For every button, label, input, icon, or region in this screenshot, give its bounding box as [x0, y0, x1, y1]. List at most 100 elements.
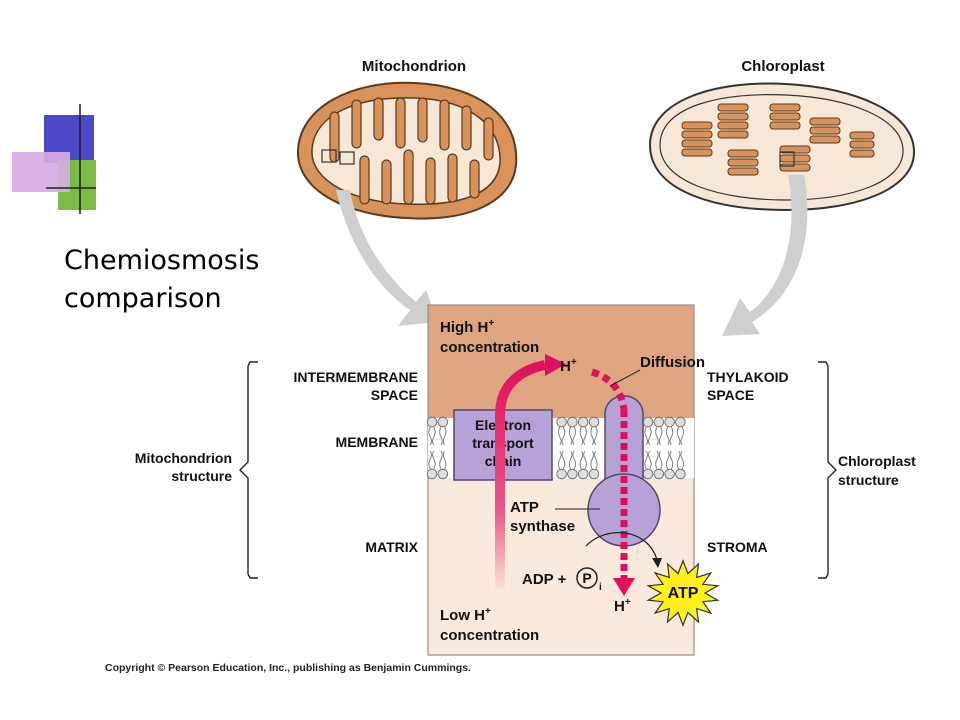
lipid-tail — [680, 426, 684, 446]
lipid-tail — [442, 426, 447, 446]
mitochondrion-illustration — [296, 81, 518, 220]
phosphorylation-curve — [585, 532, 658, 561]
slide-title: Chemiosmosis comparison — [64, 242, 304, 318]
lipid-tail — [666, 426, 670, 446]
lipid-head — [567, 416, 578, 428]
low-h-line-2: concentration — [440, 627, 539, 644]
lipid-head — [567, 468, 578, 480]
atp-starburst — [646, 559, 720, 627]
lipid-tail — [583, 450, 587, 470]
lipid-tail — [655, 426, 659, 446]
thylakoid-label-line-2: SPACE — [707, 387, 754, 403]
lipid-tail — [666, 450, 670, 470]
intermembrane-label-line-2: SPACE — [371, 387, 418, 403]
lipid-tail — [579, 426, 584, 446]
chloroplast-structure-line-2: structure — [838, 472, 899, 488]
lipid-tail — [568, 426, 573, 446]
mitochondrion-structure-line-2: structure — [171, 468, 232, 484]
lipid-tail — [644, 450, 648, 470]
h-plus-bottom: H+ — [614, 597, 631, 615]
lipid-head — [675, 416, 686, 428]
lipid-head — [664, 416, 675, 428]
lipid-tail — [644, 426, 648, 446]
copyright-notice: Copyright © Pearson Education, Inc., pub… — [105, 662, 471, 674]
atp-synthase-line-2: synthase — [510, 518, 575, 535]
proton-channel-arrowhead — [613, 578, 635, 596]
matrix-label: MATRIX — [365, 539, 418, 555]
proton-pump-arrowhead — [545, 354, 566, 376]
right-brace — [818, 361, 837, 579]
lipid-tail — [658, 426, 663, 446]
lipid-tail — [648, 450, 652, 470]
left-brace — [239, 361, 258, 579]
slide-decoration — [12, 104, 96, 214]
lipid-tail — [590, 426, 594, 446]
lipid-tail — [442, 450, 447, 470]
lipid-tail — [561, 450, 566, 470]
slide-title-line-1: Chemiosmosis — [64, 245, 260, 276]
lipid-tail — [439, 426, 443, 446]
lipid-tail — [583, 426, 587, 446]
lipid-tail — [432, 426, 436, 446]
lipid-head — [577, 468, 589, 480]
mitochondrion-zoom-box — [321, 149, 337, 163]
lipid-tail — [561, 426, 566, 446]
lipid-tail — [655, 450, 659, 470]
atp-label: ATP — [668, 585, 699, 602]
lipid-tail — [432, 450, 436, 470]
membrane-label: MEMBRANE — [336, 434, 418, 450]
lipid-tail — [594, 450, 598, 470]
lipid-tail — [590, 450, 594, 470]
deco-pink-square — [12, 152, 70, 192]
lipid-head — [664, 468, 675, 480]
lipid-tail — [669, 450, 674, 470]
pi-letter: P — [582, 570, 591, 586]
lipid-head — [642, 468, 654, 480]
diffusion-label: Diffusion — [640, 354, 705, 371]
lipid-tail — [568, 450, 573, 470]
lipid-head — [556, 468, 567, 480]
chloroplast-structure-line-1: Chloroplast — [838, 453, 916, 469]
adp-label: ADP + — [522, 571, 567, 588]
lipid-tail — [669, 426, 674, 446]
high-h-line-2: concentration — [440, 339, 539, 356]
chloroplast-illustration — [648, 82, 916, 212]
lipid-tail — [594, 426, 598, 446]
mitochondrion-structure-line-1: Mitochondrion — [135, 450, 232, 466]
pi-circle — [576, 567, 598, 589]
intermembrane-label-line-1: INTERMEMBRANE — [294, 369, 418, 385]
chloroplast-zoom-box — [779, 151, 795, 167]
slide-title-line-2: comparison — [64, 283, 222, 314]
lipid-head — [675, 468, 686, 480]
h-plus-top: H+ — [560, 357, 577, 375]
lipid-tail — [428, 426, 432, 446]
lipid-head — [588, 468, 600, 480]
thylakoid-label-line-1: THYLAKOID — [707, 369, 789, 385]
proton-pump-arrow — [495, 360, 547, 588]
lipid-head — [426, 416, 438, 428]
lipid-head — [642, 416, 654, 428]
diffusion-path — [590, 368, 628, 411]
lipid-tail — [680, 450, 684, 470]
high-h-line-1: High H+ — [440, 318, 494, 336]
pi-subscript: i — [599, 582, 602, 593]
lipid-tail — [676, 450, 681, 470]
lipid-tail — [428, 450, 432, 470]
chloroplast-title: Chloroplast — [741, 58, 824, 75]
phospholipid-bilayer — [426, 416, 686, 480]
diffusion-leader — [609, 369, 641, 387]
lipid-head — [437, 416, 449, 428]
lipid-head — [556, 416, 567, 428]
stroma-label: STROMA — [707, 539, 768, 555]
mitochondrion-title: Mitochondrion — [362, 58, 466, 75]
lipid-tail — [648, 426, 652, 446]
lipid-head — [653, 416, 665, 428]
atp-synthase-line-1: ATP — [510, 499, 539, 516]
lipid-tail — [572, 450, 576, 470]
lipid-head — [437, 468, 449, 480]
low-h-line-1: Low H+ — [440, 606, 491, 624]
lipid-head — [577, 416, 589, 428]
lipid-tail — [658, 450, 663, 470]
lipid-head — [426, 468, 438, 480]
